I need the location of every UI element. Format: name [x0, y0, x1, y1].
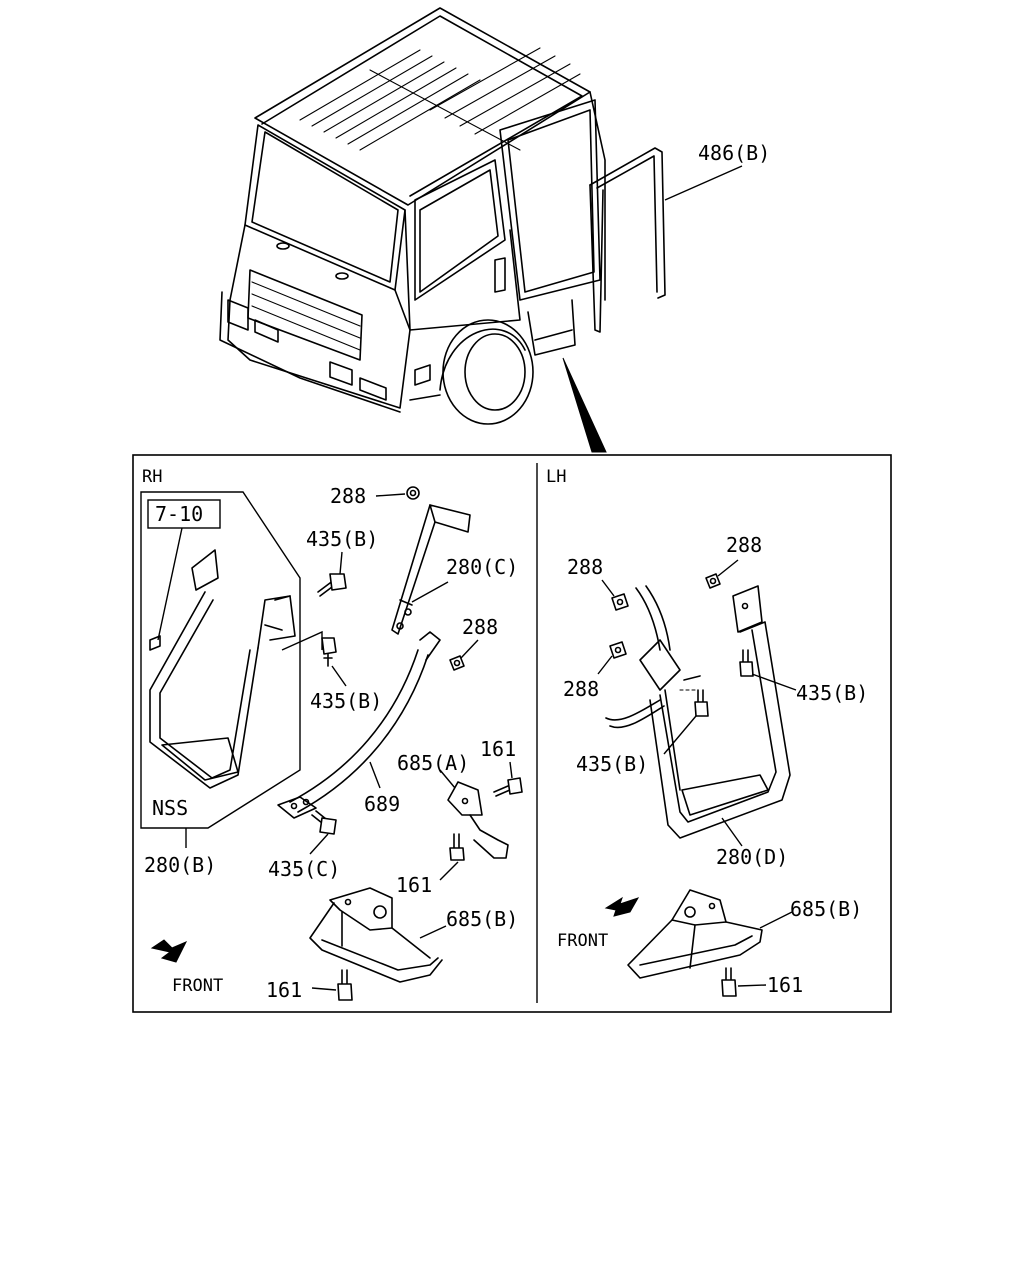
front-label-lh: FRONT	[557, 931, 608, 951]
label-288-lh-upper-left: 288	[567, 555, 603, 579]
bolt-435b-rh-lower	[321, 637, 337, 667]
label-486b: 486(B)	[698, 141, 770, 165]
step-685b-rh	[309, 887, 443, 983]
label-280d: 280(D)	[716, 845, 788, 869]
bolt-435b-lh-center	[679, 689, 709, 717]
step-280d	[649, 585, 791, 839]
label-161-rh-middle: 161	[396, 873, 432, 897]
label-435b-rh-upper: 435(B)	[306, 527, 378, 551]
front-label-rh: FRONT	[172, 976, 223, 996]
nss-step-part	[149, 549, 296, 789]
rh-heading: RH	[142, 467, 162, 487]
step-685b-lh	[627, 889, 763, 979]
label-161-lh: 161	[767, 973, 803, 997]
front-arrow-icon	[150, 939, 188, 963]
bolt-161-rh-middle	[449, 833, 465, 861]
label-161-rh-lower: 161	[266, 978, 302, 1002]
nss-enclosure	[140, 491, 301, 829]
nut-288-lh-upper-left	[611, 593, 629, 611]
bolt-161-rh-lower	[337, 969, 353, 1001]
label-685a: 685(A)	[397, 751, 469, 775]
ref-box	[147, 499, 221, 529]
truck-cab-illustration	[219, 7, 606, 425]
bracket-280c	[391, 504, 471, 635]
bolt-435b-lh-right	[739, 649, 754, 677]
label-280c: 280(C)	[446, 555, 518, 579]
label-161-rh-upper: 161	[480, 737, 516, 761]
label-685b-rh: 685(B)	[446, 907, 518, 931]
detail-pointer	[562, 357, 607, 453]
label-435b-lh-center: 435(B)	[576, 752, 648, 776]
bracket-lh-upper	[605, 585, 681, 791]
front-arrow-icon-lh	[604, 896, 640, 917]
nut-288-rh-top	[406, 486, 420, 500]
bolt-435b-rh-upper	[317, 573, 347, 597]
nut-288-lh-lower	[609, 641, 627, 659]
label-435c: 435(C)	[268, 857, 340, 881]
bolt-161-lh	[721, 967, 737, 997]
ref-label: 7-10	[155, 502, 203, 526]
bar-689	[277, 631, 441, 819]
detail-frame	[132, 454, 892, 1013]
nss-label: NSS	[152, 796, 188, 820]
lh-heading: LH	[546, 467, 566, 487]
label-288-rh-right: 288	[462, 615, 498, 639]
nut-288-lh-upper-right	[705, 573, 721, 589]
label-280b: 280(B)	[144, 853, 216, 877]
label-288-rh-top: 288	[330, 484, 366, 508]
label-689: 689	[364, 792, 400, 816]
label-435b-rh-lower: 435(B)	[310, 689, 382, 713]
label-288-lh-upper-right: 288	[726, 533, 762, 557]
label-288-lh-lower: 288	[563, 677, 599, 701]
bracket-685a	[447, 781, 509, 859]
bolt-435c	[311, 810, 337, 835]
label-685b-lh: 685(B)	[790, 897, 862, 921]
label-435b-lh-right: 435(B)	[796, 681, 868, 705]
nut-288-rh-right	[449, 655, 465, 671]
bolt-161-rh-upper	[493, 777, 523, 797]
door-weatherstrip-486b	[589, 147, 666, 333]
